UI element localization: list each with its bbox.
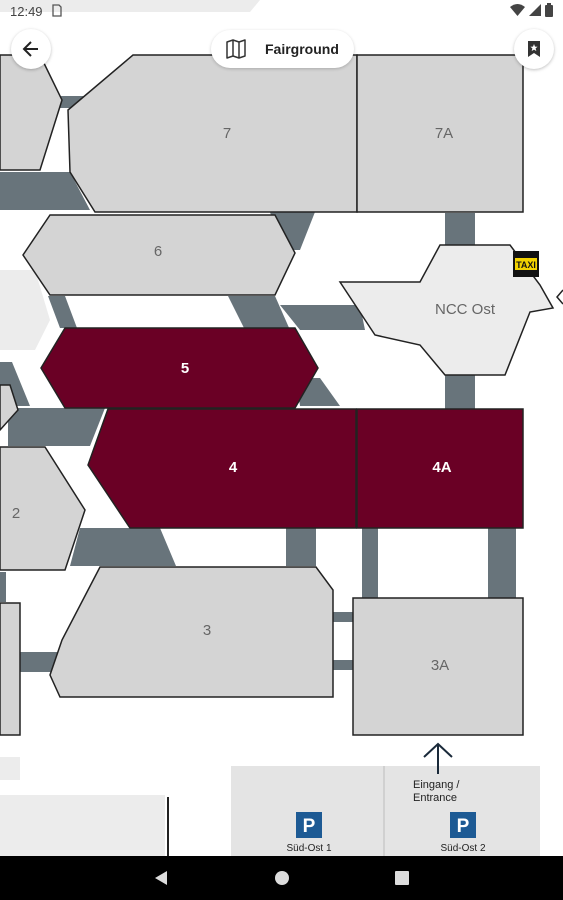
hall-7-label: 7 [223, 125, 231, 142]
entrance-label-line2: Entrance [413, 792, 457, 804]
triangle-back-icon [155, 871, 167, 885]
hall-7a-label: 7A [435, 125, 453, 142]
hall-4a-label: 4A [432, 459, 451, 476]
battery-icon [545, 3, 553, 17]
hall-5-label: 5 [181, 360, 189, 377]
nav-home-button[interactable] [272, 868, 292, 888]
entrance-label-line1: Eingang / [413, 779, 460, 791]
parking-sued-ost-2[interactable]: P Süd-Ost 2 [440, 812, 486, 854]
map-background-shape [0, 795, 165, 856]
map-icon [226, 39, 246, 59]
map-selector[interactable]: Fairground [211, 30, 354, 68]
circle-home-icon [275, 871, 289, 885]
parking-label: Süd-Ost 1 [286, 843, 331, 854]
parking-symbol: P [303, 816, 316, 837]
status-time: 12:49 [10, 4, 43, 19]
hall-2-label: 2 [12, 505, 20, 522]
hall-left-bottom-partial [0, 602, 21, 736]
map-background-shape [231, 766, 540, 856]
hall-5[interactable]: 5 [40, 327, 319, 409]
status-bar: 12:49 [0, 0, 563, 24]
parking-icon [450, 812, 476, 838]
parking-icon [296, 812, 322, 838]
taxi-icon: TAXI [513, 251, 539, 277]
hall-ncc-ost-label: NCC Ost [435, 301, 496, 318]
entrance-arrow-icon [423, 742, 453, 774]
parking-sued-ost-1[interactable]: P Süd-Ost 1 [286, 812, 332, 854]
map-background-shape [0, 757, 20, 780]
connectors [0, 96, 516, 672]
page-title: Fairground [265, 41, 339, 57]
hall-7[interactable]: 7 [67, 54, 358, 213]
hall-left-mid-partial [0, 384, 19, 432]
chevron-left-icon [556, 289, 563, 305]
map-background-shape [0, 0, 260, 12]
hall-3a-label: 3A [431, 657, 449, 674]
hall-left-top-partial [0, 54, 63, 171]
bookmark-button[interactable] [514, 29, 554, 69]
nav-back-button[interactable] [151, 868, 171, 888]
hall-4[interactable]: 4 [87, 408, 357, 529]
hall-3[interactable]: 3 [49, 566, 334, 698]
system-navigation-bar [0, 856, 563, 900]
hall-ncc-ost[interactable]: NCC Ost [338, 244, 555, 376]
parking-label: Süd-Ost 2 [440, 843, 485, 854]
hall-7a[interactable]: 7A [356, 54, 524, 213]
hall-4a[interactable]: 4A [356, 408, 524, 529]
map-background-shape [0, 270, 50, 350]
hall-3a[interactable]: 3A [352, 597, 524, 736]
sim-icon [52, 4, 62, 20]
hall-3-label: 3 [203, 622, 211, 639]
signal-icon [529, 4, 541, 16]
hall-6-label: 6 [154, 243, 162, 260]
square-recents-icon [395, 871, 409, 885]
parking-symbol: P [457, 816, 470, 837]
back-button[interactable] [11, 29, 51, 69]
hall-2[interactable]: 2 [0, 446, 86, 571]
hall-6[interactable]: 6 [22, 214, 296, 296]
taxi-sign-label: TAXI [516, 260, 536, 270]
bookmark-star-icon [528, 41, 540, 57]
hall-4-label: 4 [229, 459, 238, 476]
wifi-icon [510, 4, 525, 16]
arrow-back-icon [22, 41, 38, 57]
nav-recents-button[interactable] [392, 868, 412, 888]
